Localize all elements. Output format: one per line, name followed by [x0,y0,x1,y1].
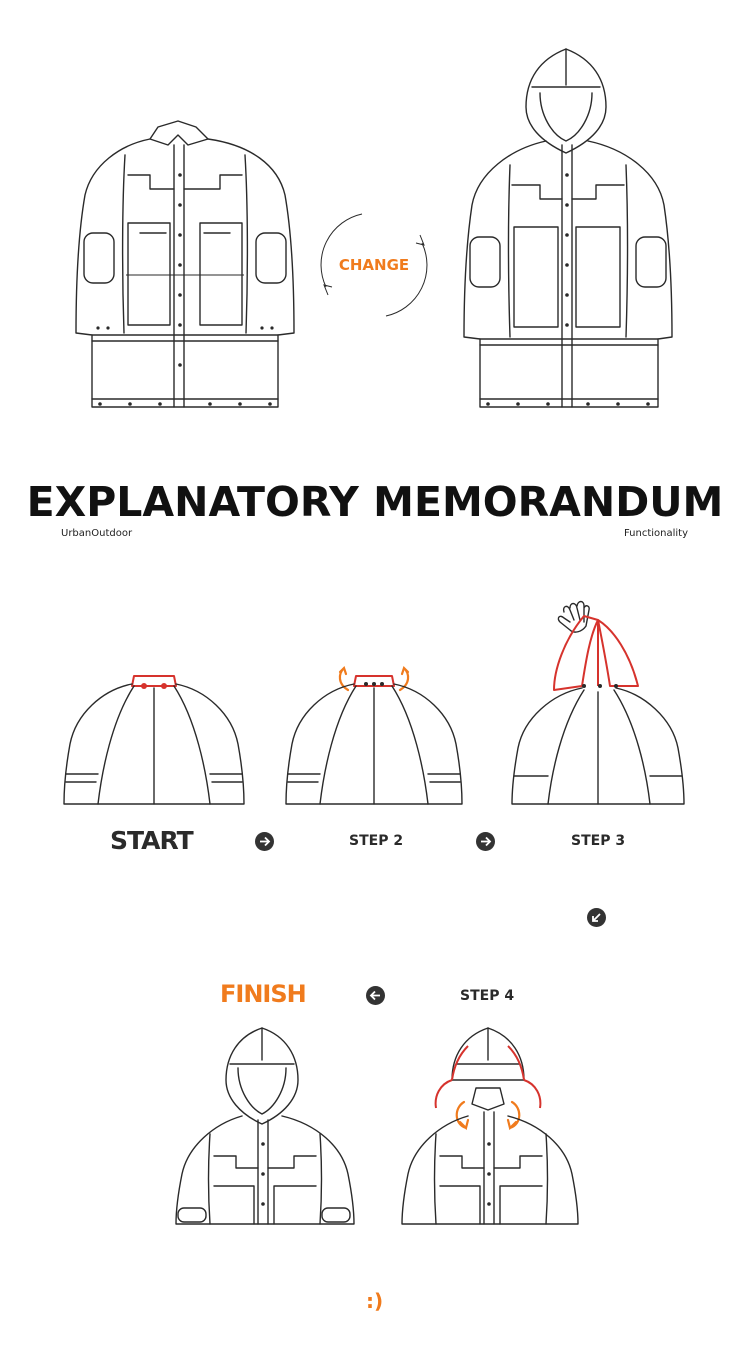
step-3-illustration [511,600,685,805]
finish-illustration [175,1027,355,1225]
back-arrow-icon[interactable] [366,986,385,1005]
step-4-label: STEP 4 [460,988,515,1004]
smile-emoticon: :) [366,1289,384,1313]
step-2-illustration [285,665,463,805]
step-4-illustration [401,1027,579,1225]
change-label: CHANGE [338,256,410,274]
down-left-arrow-icon[interactable] [587,908,606,927]
next-arrow-icon[interactable] [476,832,495,851]
page-title: EXPLANATORY MEMORANDUM [26,478,724,526]
step-start-label: START [110,826,194,855]
coat-collar-illustration [75,120,295,408]
cycle-arrows-icon [320,213,428,317]
brand-caption: UrbanOutdoor [61,528,133,539]
function-caption: Functionality [623,528,688,539]
hand-icon [557,600,590,633]
next-arrow-icon[interactable] [255,832,274,851]
coat-hood-illustration [463,48,673,408]
step-2-label: STEP 2 [349,833,404,849]
finish-label: FINISH [220,980,307,1008]
step-start-illustration [63,675,245,805]
step-3-label: STEP 3 [571,833,626,849]
change-badge: CHANGE [312,203,436,327]
